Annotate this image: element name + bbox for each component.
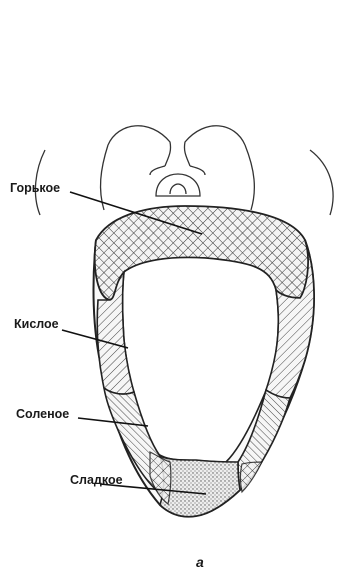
- label-sweet: Сладкое: [70, 473, 123, 487]
- label-sour: Кислое: [14, 317, 59, 331]
- epiglottis-shape: [156, 174, 200, 196]
- label-bitter: Горькое: [10, 181, 60, 195]
- throat-outline: [35, 126, 333, 215]
- label-salty: Соленое: [16, 407, 69, 421]
- sweet-zone: [160, 456, 240, 517]
- tip-overlap-right: [241, 462, 263, 492]
- figure-caption: а: [196, 554, 204, 570]
